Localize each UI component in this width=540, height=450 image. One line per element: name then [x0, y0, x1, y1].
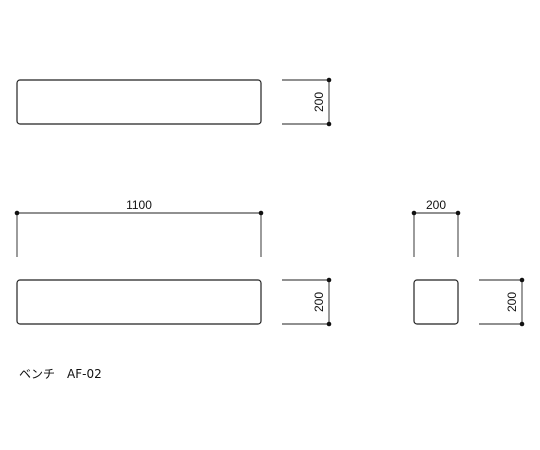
- top-view-depth-dimension: 200: [282, 77, 332, 127]
- front-view: 1100 200: [14, 198, 332, 327]
- side-view: 200 200: [411, 198, 525, 327]
- dimension-endpoint: [258, 210, 264, 216]
- side-view-height-dimension: 200: [479, 277, 525, 327]
- dimension-label: 200: [312, 92, 326, 112]
- dimension-endpoint: [326, 321, 332, 327]
- top-view: 200: [16, 77, 332, 127]
- dimension-label: 1100: [126, 198, 152, 212]
- dimension-label: 200: [426, 198, 446, 212]
- dimension-label: 200: [505, 292, 519, 312]
- front-view-outline: [16, 279, 262, 325]
- dimension-endpoint: [519, 321, 525, 327]
- dimension-endpoint: [455, 210, 461, 216]
- front-view-width-dimension: 1100: [14, 198, 264, 257]
- dimension-endpoint: [326, 277, 332, 283]
- dimension-endpoint: [14, 210, 20, 216]
- dimension-endpoint: [519, 277, 525, 283]
- dimension-label: 200: [312, 292, 326, 312]
- side-view-outline: [413, 279, 459, 325]
- dimension-endpoint: [326, 77, 332, 83]
- top-view-outline: [16, 79, 262, 125]
- side-view-width-dimension: 200: [411, 198, 461, 257]
- front-view-height-dimension: 200: [282, 277, 332, 327]
- dimension-endpoint: [326, 121, 332, 127]
- product-caption: ベンチ AF-02: [19, 367, 102, 381]
- dimension-endpoint: [411, 210, 417, 216]
